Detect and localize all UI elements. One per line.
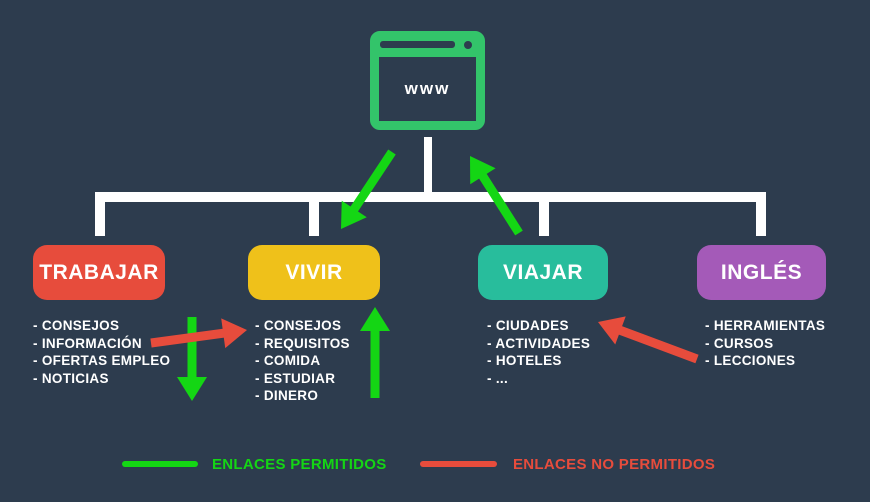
allowed-arrow-shaft bbox=[476, 170, 523, 236]
legend-allowed-line bbox=[122, 461, 198, 467]
allowed-arrow-shaft bbox=[348, 149, 396, 215]
category-label: INGLÉS bbox=[720, 260, 803, 284]
allowed-arrowhead bbox=[177, 377, 207, 401]
list-item: - CONSEJOS bbox=[33, 318, 120, 333]
list-item: - REQUISITOS bbox=[255, 335, 350, 351]
browser-button-dot bbox=[464, 41, 472, 49]
list-item: - ACTIVIDADES bbox=[487, 335, 591, 351]
address-bar bbox=[380, 41, 455, 48]
allowed-arrowhead bbox=[341, 200, 367, 229]
list-item: - OFERTAS EMPLEO bbox=[33, 353, 171, 368]
list-item: - CONSEJOS bbox=[255, 318, 342, 333]
category-list-viajar: - CIUDADES - ACTIVIDADES - HOTELES - ... bbox=[487, 317, 590, 387]
tree-stem-line bbox=[424, 137, 432, 194]
category-label: VIVIR bbox=[285, 260, 343, 284]
list-item: - NOTICIAS bbox=[33, 370, 109, 386]
allowed-arrowhead bbox=[470, 156, 496, 185]
list-item: - INFORMACIÓN bbox=[33, 335, 142, 351]
list-item: - CIUDADES bbox=[487, 318, 569, 333]
tree-drop-viajar bbox=[539, 192, 549, 236]
list-item: - DINERO bbox=[255, 388, 319, 403]
category-label: TRABAJAR bbox=[39, 260, 159, 284]
list-item: - HOTELES bbox=[487, 353, 562, 368]
list-item: - COMIDA bbox=[255, 353, 321, 368]
tree-drop-trabajar bbox=[95, 192, 105, 236]
not_allowed-arrowhead bbox=[221, 318, 247, 349]
legend-allowed-label: ENLACES PERMITIDOS bbox=[212, 456, 387, 473]
allowed-arrowhead bbox=[360, 307, 390, 331]
legend-not-allowed-line bbox=[420, 461, 497, 467]
category-list-vivir: - CONSEJOS - REQUISITOS - COMIDA - ESTUD… bbox=[255, 317, 350, 405]
list-item: - ... bbox=[487, 370, 508, 386]
category-label: VIAJAR bbox=[502, 260, 584, 284]
tree-drop-ingles bbox=[756, 192, 766, 236]
not_allowed-arrowhead bbox=[598, 316, 626, 345]
tree-drop-vivir bbox=[309, 192, 319, 236]
category-box-vivir: VIVIR bbox=[248, 245, 380, 300]
category-box-trabajar: TRABAJAR bbox=[33, 245, 165, 300]
legend-not-allowed-label: ENLACES NO PERMITIDOS bbox=[513, 456, 716, 473]
category-list-ingles: - HERRAMIENTAS - CURSOS - LECCIONES bbox=[705, 317, 825, 370]
tree-horizontal-line bbox=[95, 192, 766, 202]
not_allowed-arrow-shaft bbox=[615, 324, 699, 364]
browser-titlebar bbox=[379, 40, 476, 57]
list-item: - CURSOS bbox=[705, 335, 774, 351]
list-item: - HERRAMIENTAS bbox=[705, 318, 826, 333]
category-list-trabajar: - CONSEJOS - INFORMACIÓN - OFERTAS EMPLE… bbox=[33, 317, 170, 387]
list-item: - LECCIONES bbox=[705, 353, 796, 368]
list-item: - ESTUDIAR bbox=[255, 370, 336, 386]
browser-content-area: www bbox=[379, 57, 476, 121]
category-box-viajar: VIAJAR bbox=[478, 245, 608, 300]
browser-window-icon: www bbox=[370, 31, 485, 130]
www-label: www bbox=[404, 79, 451, 98]
category-box-ingles: INGLÉS bbox=[697, 245, 826, 300]
